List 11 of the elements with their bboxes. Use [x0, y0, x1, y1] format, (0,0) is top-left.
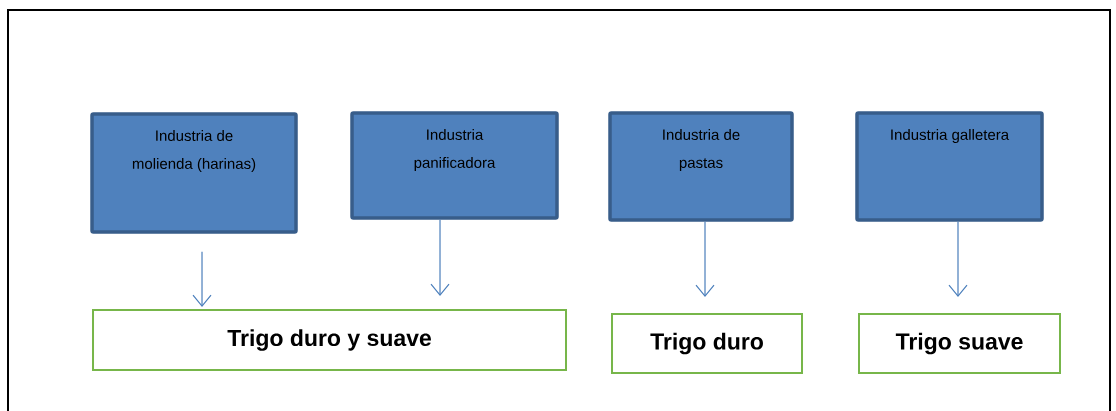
wheat-box: Trigo duro y suave [92, 309, 567, 371]
arrow [695, 221, 715, 297]
arrow [430, 219, 450, 296]
arrow [192, 251, 212, 307]
industry-box: Industria de molienda (harinas) [90, 112, 298, 234]
industry-box: Industria galletera [855, 111, 1044, 222]
arrow [948, 221, 968, 297]
industry-box: Industria panificadora [350, 111, 559, 220]
wheat-box: Trigo duro [611, 313, 803, 374]
industry-box: Industria de pastas [608, 111, 794, 222]
wheat-box: Trigo suave [858, 313, 1061, 374]
